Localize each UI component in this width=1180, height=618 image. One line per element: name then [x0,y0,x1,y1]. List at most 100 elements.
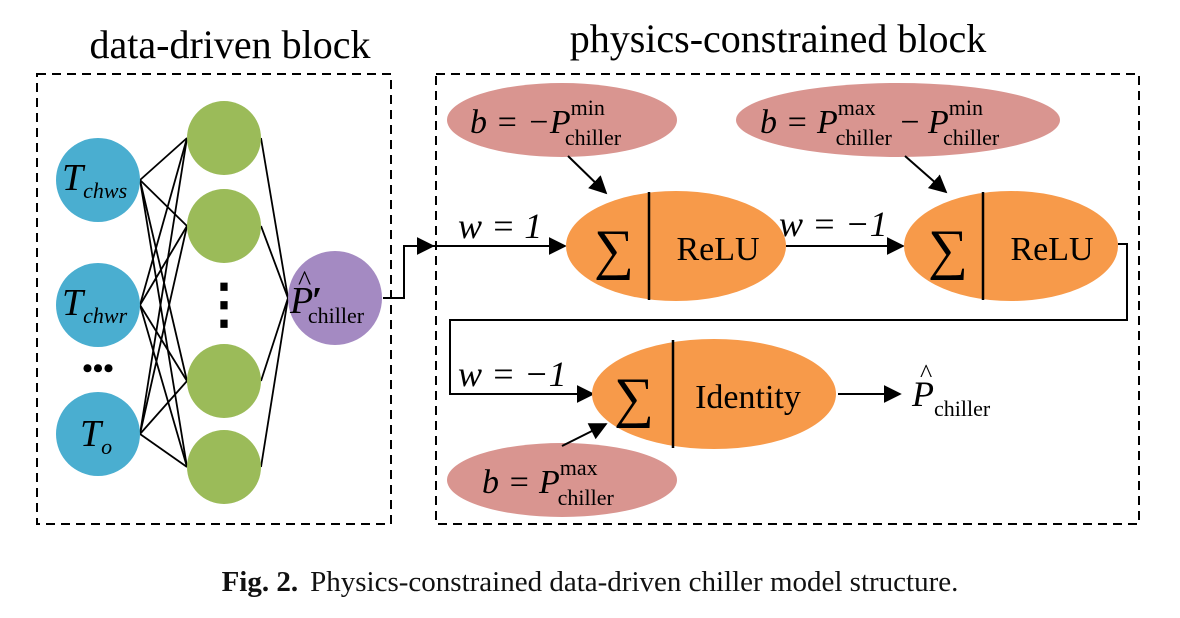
final-output-hat: ^ [920,359,932,388]
physics-constrained-block-title: physics-constrained block [570,16,987,61]
output-node-sub: chiller [308,303,365,328]
input-hidden-connection [139,304,188,382]
input-hidden-connection [139,179,188,468]
final-output-label: Pchiller ^ [911,359,991,421]
bias-node-1-ellipse [447,83,677,157]
input-ellipsis: ••• [82,352,114,385]
svg-text:Pchiller: Pchiller [911,374,991,421]
input-hidden-connection [139,137,188,181]
bias-2-sup-b: min [949,95,983,120]
sum-relu-2-sigma: ∑ [928,219,968,281]
bias-node-3: b = Pmax chiller [447,443,677,517]
bias-2-main-b: P [927,104,949,141]
hidden-node-2 [187,189,261,263]
sum-relu-2-label: ReLU [1010,231,1093,268]
svg-text:Tchwr: Tchwr [62,282,128,328]
figure-caption: Fig. 2. Physics-constrained data-driven c… [0,566,1180,599]
output-node-p-prime-chiller: P′chiller ^ [288,251,382,345]
bias-1-sup: min [571,95,605,120]
bias-node-2: b = Pmax chiller − Pmin chiller [736,83,1060,157]
return-connector [449,243,1128,403]
input-node-t-o: To [56,392,140,476]
input-node-t-chws: Tchws [56,138,140,222]
physics-constrained-block-frame [435,73,1140,525]
bias-3-sub: chiller [558,485,615,510]
input-t-chws-main: T [62,157,86,199]
sum-relu-node-2: ∑ ReLU [904,191,1118,301]
sum-relu-1-sigma: ∑ [594,219,634,281]
input-t-o-sub: o [101,434,112,459]
input-t-o-main: T [80,413,104,455]
sum-identity-label: Identity [695,379,801,416]
output-node-circle [288,251,382,345]
input-node-t-chwr: Tchwr [56,263,140,347]
bias-2-sub-a: chiller [836,125,893,150]
input-hidden-connection [139,137,188,435]
final-output-main: P [911,374,934,414]
sum-identity-node: ∑ Identity [592,339,836,449]
hidden-output-connection [260,137,289,299]
sum-relu-1-label: ReLU [676,231,759,268]
bias-2-prefix: b = [760,104,817,141]
output-node-hat: ^ [298,266,311,297]
hidden-output-connection [260,225,289,299]
input-node-t-chwr-circle [56,263,140,347]
bias-1-sub: chiller [565,125,622,150]
output-node-p: P [289,280,313,322]
input-hidden-connection [139,179,188,227]
input-t-chwr-main: T [62,282,86,324]
input-hidden-connection [139,304,188,468]
network-connections [139,137,289,468]
arrow-bias-2 [904,155,948,194]
hidden-node-4 [187,430,261,504]
bias-node-3-ellipse [447,443,677,517]
input-hidden-connection [139,137,188,306]
bias-node-2-ellipse [736,83,1060,157]
input-t-chws-sub: chws [83,178,127,203]
bridge-connector [383,237,435,299]
svg-text:Tchws: Tchws [62,157,127,203]
bias-2-sub-b: chiller [943,125,1000,150]
input-hidden-connection [139,225,188,306]
caption-label: Fig. 2. [221,566,299,598]
output-node-prime: ′ [311,280,322,322]
bias-node-1: b = −Pmin chiller [447,83,677,157]
svg-text:To: To [80,413,112,459]
weight-label-w1: w = 1 [458,206,542,246]
input-hidden-connection [139,225,188,435]
svg-text:P′chiller: P′chiller [289,280,365,328]
sum-identity-sigma: ∑ [614,367,654,429]
bias-1-prefix: b = − [470,104,550,141]
input-hidden-connection [139,433,188,468]
data-driven-block-title: data-driven block [90,22,371,67]
arrow-bias-1 [567,155,608,195]
hidden-node-1 [187,101,261,175]
bias-1-main: P [549,104,571,141]
hidden-output-connection [260,297,289,468]
input-t-chwr-sub: chwr [83,303,127,328]
input-node-t-o-circle [56,392,140,476]
weight-label-w2: w = −1 [779,204,888,244]
sum-identity-node-ellipse [592,339,836,449]
input-node-t-chws-circle [56,138,140,222]
caption-text: Physics-constrained data-driven chiller … [310,566,959,598]
bias-3-sup: max [560,455,598,480]
bias-2-main-a: P [816,104,838,141]
bias-2-minus: − [892,104,928,141]
arrow-bias-3 [561,423,608,447]
bias-3-main: P [538,464,560,501]
sum-relu-node-2-ellipse [904,191,1118,301]
hidden-node-3 [187,344,261,418]
final-output-sub: chiller [934,396,991,421]
weight-label-w3: w = −1 [458,354,567,394]
bias-3-prefix: b = [482,464,539,501]
input-hidden-connection [139,380,188,435]
hidden-layer-ellipsis: ⋮ [197,274,251,334]
hidden-output-connection [260,297,289,382]
bias-2-sup-a: max [838,95,876,120]
sum-relu-node-1-ellipse [566,191,786,301]
